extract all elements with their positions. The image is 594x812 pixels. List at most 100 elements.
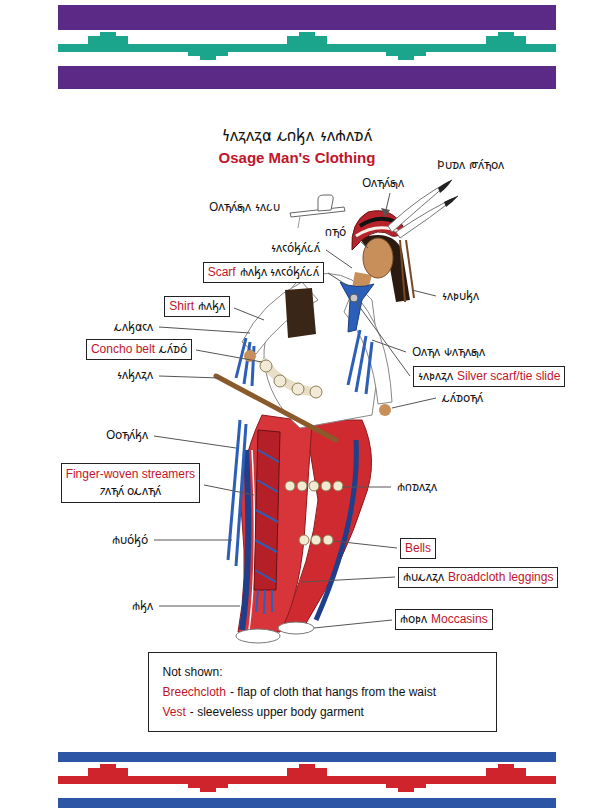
leggings-drawing [238,415,312,632]
leggings-drawing [238,415,372,632]
shirt-drawing [356,336,366,392]
bottom-border [470,764,542,784]
leader-line [342,487,391,488]
streamers-drawing [255,570,276,582]
shirt-drawing [366,342,372,394]
part-label: 𐓂𐓘𐓵𐓘 𐓹𐓘𐓵𐓘𐓯𐓘 [410,344,487,360]
part-label: 𐓸𐓶𐓪́𐓤𐓪́ [110,532,150,548]
part-label: 𐓣𐓵𐓪́ [323,224,348,240]
bells-drawing [323,535,333,545]
bottom-border [370,776,442,792]
moccasins-drawing [278,622,314,634]
bottom-border [58,762,556,798]
bells-drawing [297,481,307,491]
diagram-title: 𐓏𐓘𐓻𐓘𐓻𐓟 𐓩𐓣𐓤𐓘 𐓷𐓘𐓸𐓘𐓰𐓘́ [222,126,371,146]
moccasins-drawing [236,629,280,643]
callout-box: Concho belt𐓩𐓘́𐓰𐓪́ [86,339,192,360]
shirt-drawing [379,404,391,416]
leader-line [302,577,395,582]
leader-line [392,398,436,408]
feather-drawing [396,196,458,238]
part-label: 𐓂𐓪𐓵𐓘́𐓤𐓘 [104,427,150,443]
box-text: 𐓸𐓘𐓤𐓘 𐓷𐓘𐓮𐓪́𐓤𐓘́𐓧𐓘́ [240,265,319,280]
streamers-drawing [271,590,273,612]
streamers-drawing [228,420,280,614]
text-line: 𐓸𐓶𐓩𐓘𐓻𐓘 Broadcloth leggings [403,570,553,585]
leader-line [381,208,390,217]
dance-stick-drawing [216,376,336,440]
text-line: 𐓸𐓪𐓬𐓘Moccasins [400,612,488,627]
concho-belt-drawing [274,375,286,387]
part-label: 𐓄𐓶𐓰𐓘 𐓨𐓘́𐓵𐓪𐓘 [435,157,506,173]
pipe-drawing [298,216,300,228]
leader-line [326,250,352,268]
streamers-drawing [254,430,280,590]
scarf-drawing [350,294,358,302]
part-label: 𐓩𐓘́𐓰𐓪𐓵𐓘́ [440,390,485,406]
leader-line [334,541,397,548]
part-label: 𐓩𐓘𐓤𐓟𐓮𐓘 [112,319,155,335]
head-drawing [363,238,393,278]
box-text: 𐓸𐓶𐓩𐓘𐓻𐓘 [403,570,444,585]
box-text: Bells [405,541,431,556]
callout-box: Scarf 𐓸𐓘𐓤𐓘 𐓷𐓘𐓮𐓪́𐓤𐓘́𐓧𐓘́ [203,262,324,283]
leader-line [356,302,410,376]
top-border [58,5,556,89]
part-label: 𐓷𐓘𐓬𐓶𐓤𐓘 [440,288,481,304]
box-text: Shirt [169,299,194,314]
box-text: Broadcloth leggings [448,570,553,585]
leader-line [234,308,264,320]
top-border [172,44,244,60]
leader-line [372,340,406,352]
leader-line [154,436,236,448]
text-line: Finger-woven streamers [66,466,195,483]
feather-drawing [444,196,458,207]
part-label: 𐓸𐓤𐓘 [130,598,155,614]
roach-drawing [406,240,414,298]
top-border [470,32,542,52]
bells-drawing [299,535,309,545]
bells-drawing [285,481,295,491]
pipe-drawing [318,195,333,211]
leggings-drawing [316,440,356,620]
box-text: Breechcloth [163,682,226,702]
subtitle: Osage Man's Clothing [217,148,378,167]
callout-box: 𐓷𐓘𐓬𐓘𐓻𐓘 Silver scarf/tie slide [413,366,565,387]
shirt-drawing [285,288,316,338]
callout-box: Not shown:Breechcloth- flap of cloth tha… [148,652,497,732]
streamers-drawing [264,590,265,614]
box-text: Silver scarf/tie slide [457,369,560,384]
callout-box: Shirt𐓸𐓘𐓤𐓘 [164,296,230,317]
leader-line [159,376,220,378]
bottom-border [271,764,343,784]
box-text: Scarf [208,265,236,280]
bells-drawing [309,481,319,491]
box-text: 𐓺𐓘𐓵𐓘́ 𐓪𐓩𐓘𐓵𐓘́ [100,483,161,500]
moccasins-drawing [236,622,314,643]
top-border [370,44,442,60]
bells-drawing [311,535,321,545]
box-text: Not shown: [163,662,223,682]
box-text: Moccasins [431,612,488,627]
bells-drawing [321,481,331,491]
box-text: - sleeveless upper body garment [190,702,364,722]
streamers-drawing [255,540,277,552]
part-label: 𐓷𐓘𐓮𐓪́𐓤𐓘́𐓧𐓘́ [269,240,322,256]
leader-line [352,234,368,248]
bottom-border [58,752,556,808]
callout-box: Finger-woven streamers𐓺𐓘𐓵𐓘́ 𐓪𐓩𐓘𐓵𐓘́ [61,463,200,503]
leader-line [196,350,262,362]
bottom-border [172,776,244,792]
bells-drawing [333,481,343,491]
leader-line [154,540,232,541]
text-line: 𐓷𐓘𐓬𐓘𐓻𐓘 Silver scarf/tie slide [418,369,560,384]
part-label: 𐓸𐓣𐓰𐓘𐓻𐓘 [395,479,439,495]
box-text: 𐓷𐓘𐓬𐓘𐓻𐓘 [418,369,453,384]
top-border [271,32,343,52]
top-border [72,32,144,52]
concho-belt-drawing [292,383,304,395]
part-label: 𐓂𐓘𐓵𐓘́𐓯𐓘 [360,175,406,191]
leggings-drawing [249,450,254,630]
box-text: Finger-woven streamers [66,466,195,483]
